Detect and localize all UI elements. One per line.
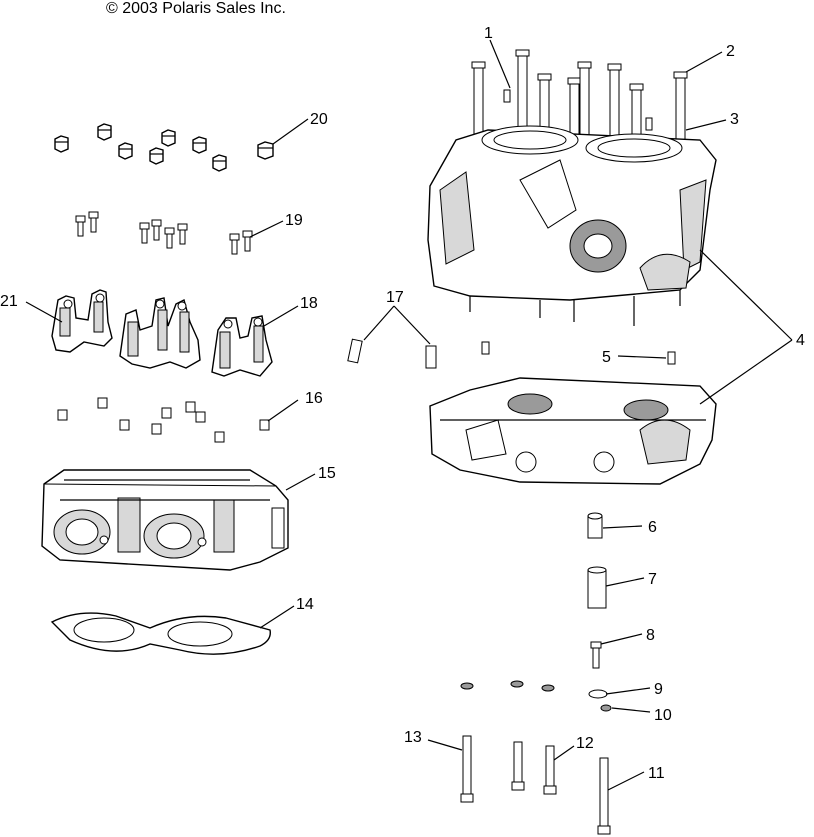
callout-13: 13 <box>404 729 422 746</box>
callout-5: 5 <box>602 349 611 366</box>
nut <box>257 141 274 160</box>
part-17-dowels <box>347 338 437 369</box>
callout-11: 11 <box>648 765 665 782</box>
part-8-bolt <box>590 641 602 669</box>
callout-20: 20 <box>310 111 328 128</box>
callout-8: 8 <box>646 627 655 644</box>
bolt <box>88 211 99 233</box>
nut <box>54 135 69 153</box>
bolt <box>229 233 240 255</box>
part-18-rocker-arms <box>119 297 273 377</box>
callout-21: 21 <box>0 293 18 310</box>
callout-2: 2 <box>726 43 735 60</box>
bolt <box>164 227 175 249</box>
callout-9: 9 <box>654 681 663 698</box>
callout-6: 6 <box>648 519 657 536</box>
nut <box>149 147 164 165</box>
part-5-pins <box>481 341 676 365</box>
copyright-notice: © 2003 Polaris Sales Inc. <box>106 0 286 17</box>
part-15-cylinder-head <box>41 469 289 571</box>
nut <box>97 123 112 141</box>
bolt <box>242 230 253 252</box>
callout-3: 3 <box>730 111 739 128</box>
part-9-10-washers <box>460 680 612 712</box>
part-21-rocker-arms-left <box>51 289 113 353</box>
part-12-bolts <box>511 741 557 795</box>
callout-1: 1 <box>484 25 493 42</box>
part-6-bushing <box>587 512 603 539</box>
nut <box>212 154 227 172</box>
callout-15: 15 <box>318 465 336 482</box>
part-20-nuts <box>54 123 274 172</box>
nut <box>161 129 176 147</box>
nut <box>192 136 207 154</box>
callout-18: 18 <box>300 295 318 312</box>
callout-14: 14 <box>296 596 314 613</box>
callout-7: 7 <box>648 571 657 588</box>
bolt <box>75 215 86 237</box>
part-7-sleeve <box>587 566 607 609</box>
callout-12: 12 <box>576 735 594 752</box>
bolt <box>139 222 150 244</box>
part-4-crankcase-upper <box>427 125 717 326</box>
part-13-bolt <box>460 735 474 803</box>
callout-10: 10 <box>654 707 672 724</box>
part-16-nuts <box>57 397 270 443</box>
part-19-bolts <box>75 211 253 255</box>
part-14-head-gasket <box>50 612 271 655</box>
part-4-crankcase-lower <box>429 377 717 485</box>
callout-16: 16 <box>305 390 323 407</box>
callout-4: 4 <box>796 332 805 349</box>
part-11-bolt <box>597 757 611 835</box>
bolt <box>151 219 162 241</box>
callout-19: 19 <box>285 212 303 229</box>
nut <box>118 142 133 160</box>
callout-17: 17 <box>386 289 404 306</box>
bolt <box>177 223 188 245</box>
